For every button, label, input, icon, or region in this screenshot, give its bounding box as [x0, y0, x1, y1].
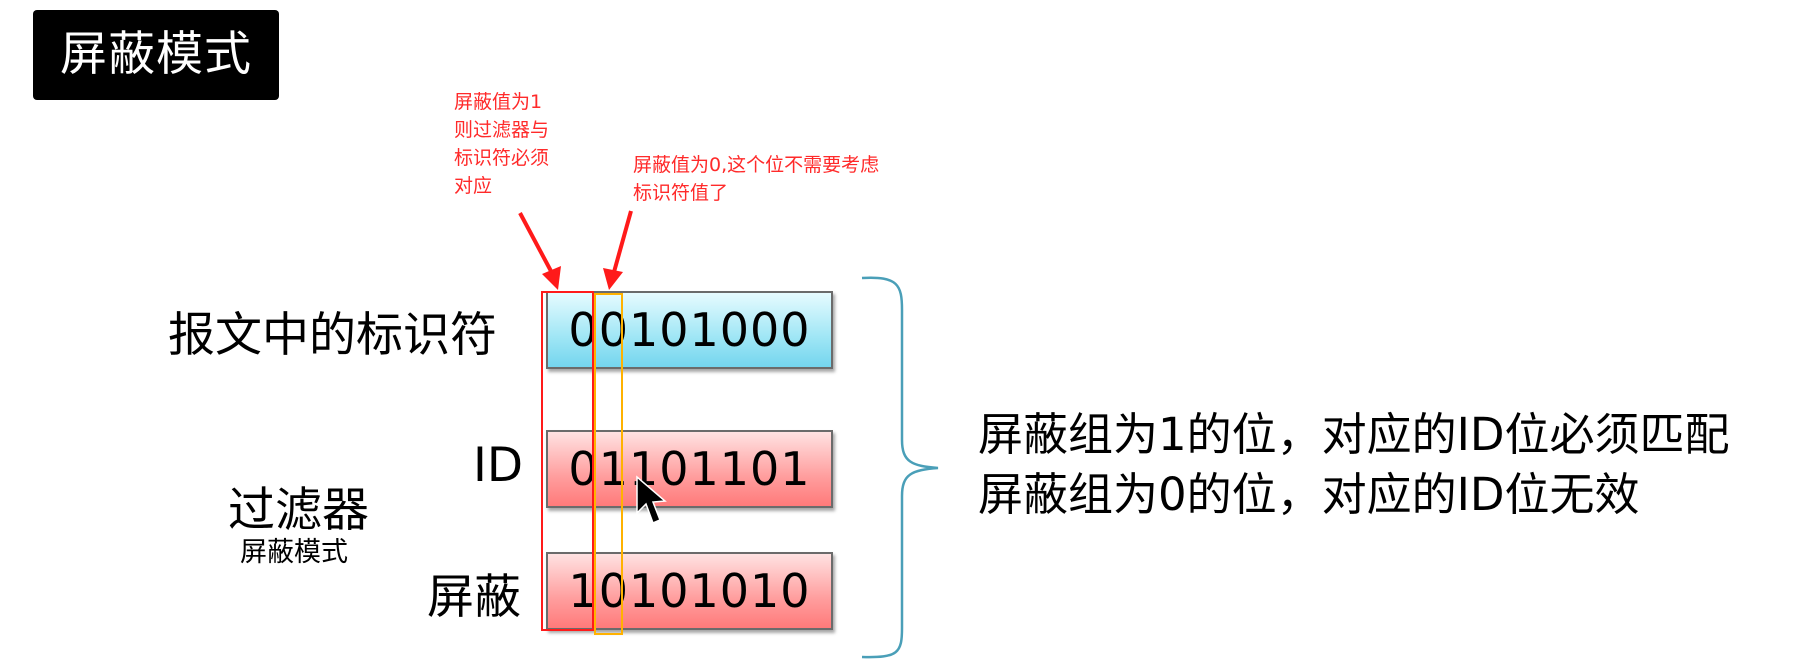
explanation-line-2: 屏蔽组为0的位，对应的ID位无效: [978, 468, 1640, 521]
filter-mode-label: 屏蔽模式: [240, 537, 348, 568]
right-brace: [861, 276, 939, 659]
filter-label: 过滤器: [228, 483, 369, 538]
message-identifier-label: 报文中的标识符: [168, 308, 497, 363]
mask-label: 屏蔽: [427, 570, 521, 625]
mask-one-annotation: 屏蔽值为1 则过滤器与 标识符必须 对应: [454, 91, 550, 197]
explanation-line-1: 屏蔽组为1的位，对应的ID位必须匹配: [978, 408, 1730, 461]
mouse-cursor-icon: [636, 475, 667, 525]
mask-zero-arrow: [603, 210, 633, 290]
mask-one-arrow: [518, 212, 561, 290]
mask-zero-annotation: 屏蔽值为0,这个位不需要考虑 标识符值了: [633, 154, 880, 204]
mask-zero-highlight-frame: [594, 293, 623, 635]
mask-one-highlight-frame: [541, 291, 594, 631]
explanation-text: 屏蔽组为1的位，对应的ID位必须匹配 屏蔽组为0的位，对应的ID位无效: [978, 405, 1730, 525]
id-label: ID: [473, 438, 524, 493]
page-title: 屏蔽模式: [33, 10, 279, 100]
